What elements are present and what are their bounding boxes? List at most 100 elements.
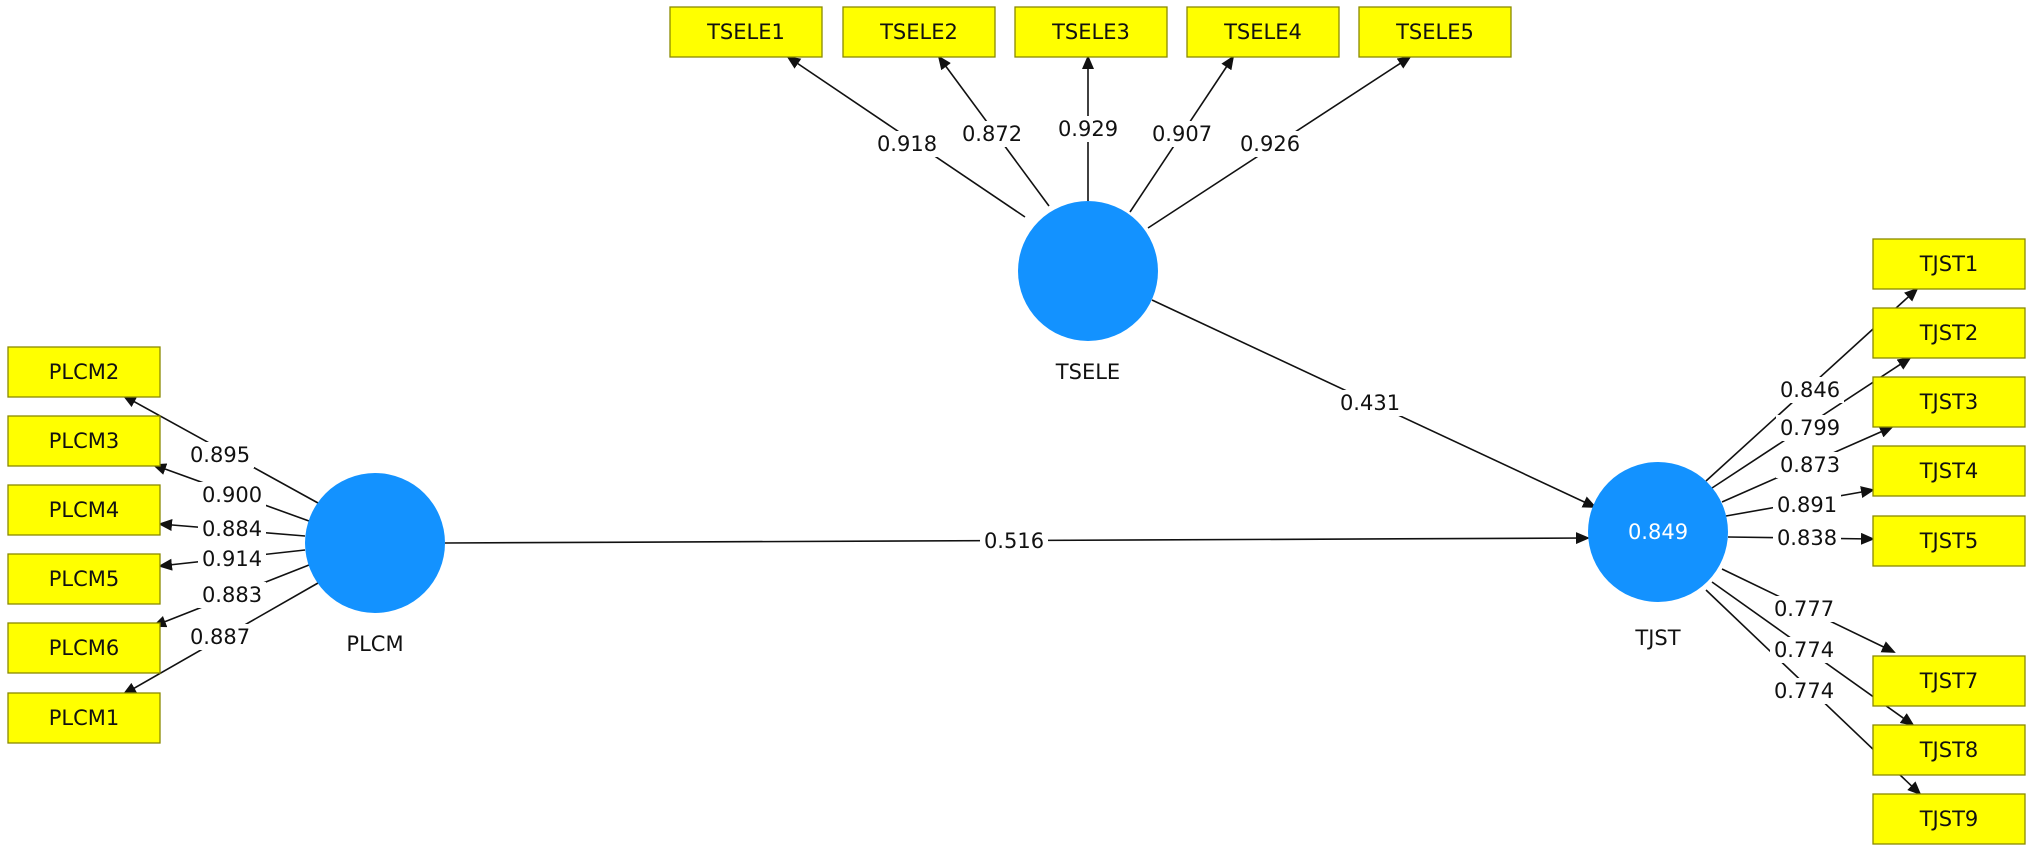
loading-label-tjst2-background	[1776, 415, 1844, 441]
indicator-box[interactable]	[7, 622, 161, 674]
indicator-tsele4[interactable]: TSELE4	[1186, 6, 1340, 58]
indicator-label: TSELE2	[879, 20, 958, 44]
loading-label-plcm6-text: 0.883	[202, 583, 262, 607]
indicator-box[interactable]	[1872, 655, 2026, 707]
loading-label-tjst9-text: 0.774	[1774, 679, 1834, 703]
indicator-tsele5[interactable]: TSELE5	[1358, 6, 1512, 58]
indicator-box[interactable]	[7, 484, 161, 536]
path-coefficient-tsele-tjst-text: 0.431	[1340, 391, 1400, 415]
indicator-label: PLCM2	[49, 360, 120, 384]
loading-label-tjst7: 0.777	[1770, 596, 1838, 622]
loading-label-tjst3: 0.873	[1776, 452, 1844, 478]
indicator-label: PLCM4	[49, 498, 120, 522]
indicator-label: PLCM6	[49, 636, 120, 660]
indicator-box[interactable]	[7, 692, 161, 744]
indicator-box[interactable]	[1872, 238, 2026, 290]
indicator-box[interactable]	[1872, 793, 2026, 845]
indicator-label: TJST8	[1919, 738, 1979, 762]
indicator-box[interactable]	[1872, 515, 2026, 567]
loading-label-tsele1-text: 0.918	[877, 132, 937, 156]
indicator-label: TSELE1	[706, 20, 785, 44]
loading-label-tjst1: 0.846	[1776, 377, 1844, 403]
indicator-box[interactable]	[7, 346, 161, 398]
loading-label-plcm3-text: 0.900	[202, 483, 262, 507]
loading-label-plcm1-text: 0.887	[190, 625, 250, 649]
loading-label-tjst3-background	[1776, 452, 1844, 478]
indicator-label: TSELE5	[1395, 20, 1474, 44]
indicator-box[interactable]	[842, 6, 996, 58]
loading-label-plcm1-background	[186, 624, 254, 650]
indicator-plcm6[interactable]: PLCM6	[7, 622, 161, 674]
indicator-label: TSELE3	[1051, 20, 1130, 44]
indicator-box[interactable]	[1872, 445, 2026, 497]
loading-label-tjst1-text: 0.846	[1780, 378, 1840, 402]
path-coefficient-plcm-tjst: 0.516	[980, 528, 1048, 554]
indicator-tjst5[interactable]: TJST5	[1872, 515, 2026, 567]
loading-label-plcm5-background	[198, 546, 266, 572]
indicator-tjst4[interactable]: TJST4	[1872, 445, 2026, 497]
indicator-plcm2[interactable]: PLCM2	[7, 346, 161, 398]
loading-label-tsele4-text: 0.907	[1152, 122, 1212, 146]
indicator-tjst8[interactable]: TJST8	[1872, 724, 2026, 776]
indicator-tsele1[interactable]: TSELE1	[669, 6, 823, 58]
construct-tsele[interactable]: TSELE	[1018, 201, 1158, 384]
indicator-plcm3[interactable]: PLCM3	[7, 415, 161, 467]
indicator-tjst7[interactable]: TJST7	[1872, 655, 2026, 707]
indicator-box[interactable]	[7, 553, 161, 605]
indicator-plcm1[interactable]: PLCM1	[7, 692, 161, 744]
loading-label-plcm4-background	[198, 516, 266, 542]
loading-label-tjst2-text: 0.799	[1780, 416, 1840, 440]
indicator-box[interactable]	[1872, 307, 2026, 359]
indicator-plcm5[interactable]: PLCM5	[7, 553, 161, 605]
indicator-tjst2[interactable]: TJST2	[1872, 307, 2026, 359]
indicator-label: TJST1	[1919, 252, 1979, 276]
indicator-box[interactable]	[1186, 6, 1340, 58]
loading-label-tjst8: 0.774	[1770, 637, 1838, 663]
loading-label-tsele5-text: 0.926	[1240, 132, 1300, 156]
loading-label-plcm3-background	[198, 482, 266, 508]
loading-label-tsele3-background	[1054, 116, 1122, 142]
loading-label-tjst4: 0.891	[1773, 492, 1841, 518]
construct-circle[interactable]	[305, 473, 445, 613]
loading-label-tjst9-background	[1770, 678, 1838, 704]
indicator-box[interactable]	[7, 415, 161, 467]
indicator-label: PLCM1	[49, 706, 120, 730]
indicator-label: PLCM5	[49, 567, 120, 591]
indicator-tsele3[interactable]: TSELE3	[1014, 6, 1168, 58]
loading-label-tjst3-text: 0.873	[1780, 453, 1840, 477]
indicator-tjst1[interactable]: TJST1	[1872, 238, 2026, 290]
loading-label-tsele3: 0.929	[1054, 116, 1122, 142]
indicator-tsele2[interactable]: TSELE2	[842, 6, 996, 58]
indicator-label: TJST9	[1919, 807, 1979, 831]
loading-label-tjst7-text: 0.777	[1774, 597, 1834, 621]
construct-plcm[interactable]: PLCM	[305, 473, 445, 656]
loading-label-tsele4-background	[1148, 121, 1216, 147]
loading-label-plcm5-text: 0.914	[202, 547, 262, 571]
indicator-box[interactable]	[1358, 6, 1512, 58]
indicator-box[interactable]	[669, 6, 823, 58]
loading-label-tsele3-text: 0.929	[1058, 117, 1118, 141]
indicator-plcm4[interactable]: PLCM4	[7, 484, 161, 536]
indicator-box[interactable]	[1014, 6, 1168, 58]
indicator-tjst3[interactable]: TJST3	[1872, 376, 2026, 428]
construct-label: TSELE	[1055, 360, 1120, 384]
loading-label-tjst4-text: 0.891	[1777, 493, 1837, 517]
loading-label-tjst8-background	[1770, 637, 1838, 663]
loading-label-tjst5-background	[1773, 525, 1841, 551]
construct-label: PLCM	[346, 632, 403, 656]
path-coefficient-tsele-tjst: 0.431	[1336, 390, 1404, 416]
construct-circle[interactable]	[1588, 462, 1728, 602]
construct-circle[interactable]	[1018, 201, 1158, 341]
indicator-box[interactable]	[1872, 376, 2026, 428]
nodes-layer: TSELE1 TSELE2 TSELE3 TSELE4 TSELE5PLCM2PLCM3…	[7, 6, 2026, 845]
indicator-box[interactable]	[1872, 724, 2026, 776]
loading-label-plcm3: 0.900	[198, 482, 266, 508]
indicator-tjst9[interactable]: TJST9	[1872, 793, 2026, 845]
indicator-label: TJST4	[1919, 459, 1979, 483]
path-coefficient-tsele-tjst-background	[1336, 390, 1404, 416]
indicator-label: TJST3	[1919, 390, 1979, 414]
loading-label-tjst5-text: 0.838	[1777, 526, 1837, 550]
